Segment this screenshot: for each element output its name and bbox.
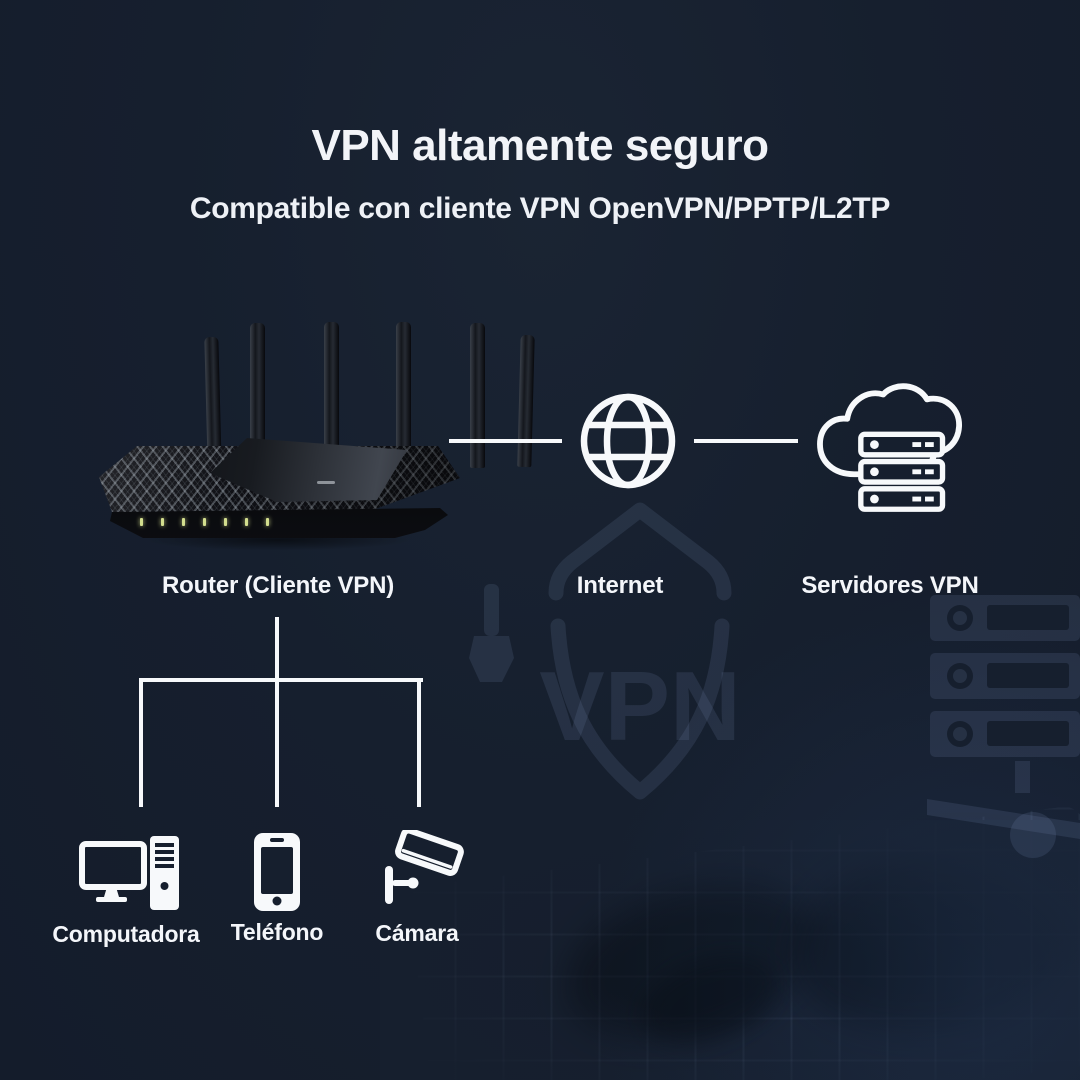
keyboard-fade-overlay bbox=[380, 820, 1080, 1080]
router-antenna bbox=[324, 322, 339, 468]
connector-computer-drop bbox=[139, 678, 143, 807]
shield-watermark-text: VPN bbox=[539, 651, 741, 761]
page-subtitle: Compatible con cliente VPN OpenVPN/PPTP/… bbox=[189, 192, 891, 225]
smartphone-icon bbox=[251, 831, 303, 913]
cloud-servers-icon bbox=[812, 376, 968, 518]
router-antenna bbox=[250, 323, 265, 468]
internet-label: Internet bbox=[576, 572, 664, 599]
connector-router-drop bbox=[275, 617, 279, 681]
connector-phone-drop bbox=[275, 678, 279, 807]
router-led bbox=[161, 518, 164, 526]
router-led bbox=[224, 518, 227, 526]
router-photo bbox=[95, 315, 535, 553]
router-led bbox=[266, 518, 269, 526]
connector-clients-bus bbox=[139, 678, 423, 682]
vpn-shield-watermark: VPN bbox=[520, 498, 760, 828]
router-brand-logo bbox=[317, 481, 335, 484]
router-label: Router (Cliente VPN) bbox=[161, 572, 395, 599]
router-led bbox=[245, 518, 248, 526]
router-led bbox=[203, 518, 206, 526]
phone-label: Teléfono bbox=[230, 919, 324, 945]
vpn-servers-label: Servidores VPN bbox=[801, 572, 979, 599]
computer-label: Computadora bbox=[52, 921, 200, 947]
cctv-camera-icon bbox=[376, 830, 466, 912]
router-led bbox=[182, 518, 185, 526]
desktop-computer-icon bbox=[78, 833, 182, 913]
connector-internet-servers bbox=[694, 439, 798, 443]
shield-bottom-outline bbox=[550, 618, 730, 800]
camera-label: Cámara bbox=[375, 920, 459, 946]
router-antenna bbox=[396, 322, 411, 468]
router-antenna bbox=[470, 323, 485, 468]
globe-icon bbox=[578, 391, 678, 491]
connector-router-internet bbox=[449, 439, 562, 443]
shield-top-chevron bbox=[548, 502, 732, 601]
router-led bbox=[140, 518, 143, 526]
server-rack-watermark bbox=[915, 585, 1080, 885]
router-front-panel bbox=[110, 508, 448, 538]
blue-corner-glow bbox=[520, 540, 1080, 1080]
page-title: VPN altamente seguro bbox=[311, 121, 769, 170]
connector-camera-drop bbox=[417, 678, 421, 807]
key-watermark-icon bbox=[462, 582, 522, 692]
server-stack bbox=[858, 431, 946, 512]
